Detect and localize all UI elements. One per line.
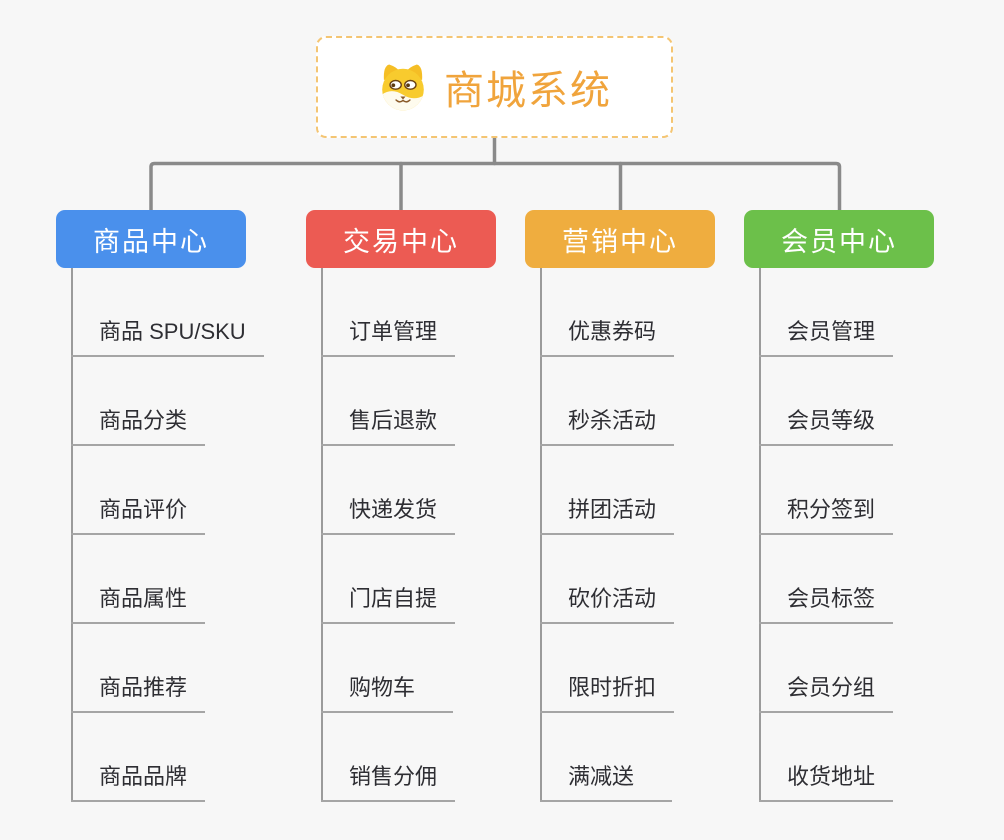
- child-node[interactable]: 会员分组: [759, 624, 894, 713]
- branch-bus-line: [149, 161, 842, 212]
- child-node[interactable]: 满减送: [540, 713, 672, 802]
- branch-product-center: 商品中心 商品 SPU/SKU 商品分类 商品评价 商品属性 商品推荐 商品品牌: [56, 210, 264, 802]
- branch-label: 商品中心: [93, 226, 209, 257]
- branch-trunk-line: [71, 268, 73, 802]
- child-node[interactable]: 售后退款: [321, 357, 456, 446]
- branch-label: 交易中心: [343, 226, 459, 257]
- child-node[interactable]: 门店自提: [321, 535, 456, 624]
- child-node[interactable]: 商品品牌: [71, 713, 206, 802]
- branch-header-member-center[interactable]: 会员中心: [744, 210, 934, 268]
- branch-trunk-line: [759, 268, 761, 802]
- branch-children: 优惠券码 秒杀活动 拼团活动 砍价活动 限时折扣 满减送: [540, 268, 675, 802]
- child-node[interactable]: 购物车: [321, 624, 453, 713]
- child-node[interactable]: 会员等级: [759, 357, 894, 446]
- branch-member-center: 会员中心 会员管理 会员等级 积分签到 会员标签 会员分组 收货地址: [744, 210, 934, 802]
- child-node[interactable]: 商品评价: [71, 446, 206, 535]
- child-node[interactable]: 收货地址: [759, 713, 894, 802]
- child-node[interactable]: 订单管理: [321, 268, 456, 357]
- child-node[interactable]: 商品分类: [71, 357, 206, 446]
- branch-header-trade-center[interactable]: 交易中心: [306, 210, 496, 268]
- child-node[interactable]: 砍价活动: [540, 535, 675, 624]
- child-node[interactable]: 商品属性: [71, 535, 206, 624]
- branch-header-product-center[interactable]: 商品中心: [56, 210, 246, 268]
- child-node[interactable]: 优惠券码: [540, 268, 675, 357]
- branch-trunk-line: [540, 268, 542, 802]
- branch-children: 订单管理 售后退款 快递发货 门店自提 购物车 销售分佣: [321, 268, 456, 802]
- child-node[interactable]: 商品推荐: [71, 624, 206, 713]
- branch-header-marketing-center[interactable]: 营销中心: [525, 210, 715, 268]
- branch-trade-center: 交易中心 订单管理 售后退款 快递发货 门店自提 购物车 销售分佣: [306, 210, 496, 802]
- child-node[interactable]: 拼团活动: [540, 446, 675, 535]
- child-node[interactable]: 限时折扣: [540, 624, 675, 713]
- root-node-mall-system[interactable]: 商城系统: [316, 36, 673, 138]
- child-node[interactable]: 商品 SPU/SKU: [71, 268, 264, 357]
- branch-label: 营销中心: [562, 226, 678, 257]
- child-node[interactable]: 秒杀活动: [540, 357, 675, 446]
- branch-children: 会员管理 会员等级 积分签到 会员标签 会员分组 收货地址: [759, 268, 894, 802]
- root-node-label: 商城系统: [444, 69, 612, 113]
- child-node[interactable]: 会员标签: [759, 535, 894, 624]
- branch-trunk-line: [321, 268, 323, 802]
- branch-children: 商品 SPU/SKU 商品分类 商品评价 商品属性 商品推荐 商品品牌: [71, 268, 264, 802]
- branch-marketing-center: 营销中心 优惠券码 秒杀活动 拼团活动 砍价活动 限时折扣 满减送: [525, 210, 715, 802]
- child-node[interactable]: 销售分佣: [321, 713, 456, 802]
- branch-label: 会员中心: [781, 226, 897, 257]
- shiba-dog-icon: [377, 61, 429, 113]
- child-node[interactable]: 积分签到: [759, 446, 894, 535]
- child-node[interactable]: 会员管理: [759, 268, 894, 357]
- child-node[interactable]: 快递发货: [321, 446, 456, 535]
